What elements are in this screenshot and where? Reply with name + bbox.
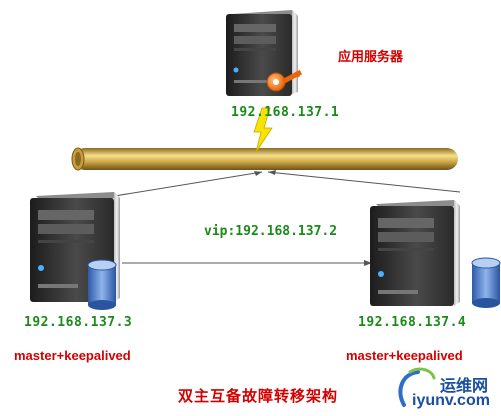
watermark-url: iyunv.com <box>412 392 490 409</box>
right-server-role: master+keepalived <box>346 348 463 363</box>
left-server-ip: 192.168.137.3 <box>24 315 133 330</box>
lightning-bolt-icon <box>253 107 273 153</box>
left-database-icon <box>87 259 117 310</box>
right-server-ip: 192.168.137.4 <box>358 315 467 330</box>
key-icon <box>266 69 303 92</box>
network-bus <box>71 147 458 171</box>
link-right-to-bus <box>267 171 461 193</box>
link-left-to-bus <box>89 171 263 201</box>
watermark-logo-icon <box>398 367 436 407</box>
app-server-label: 应用服务器 <box>338 49 404 64</box>
app-server-icon <box>226 10 298 96</box>
right-server-icon <box>370 200 460 306</box>
watermark-cn: 运维网 <box>440 376 489 395</box>
diagram-caption: 双主互备故障转移架构 <box>178 387 339 405</box>
app-server-ip: 192.168.137.1 <box>231 105 340 120</box>
vip-label: vip:192.168.137.2 <box>204 224 338 239</box>
connection-lines <box>89 170 461 266</box>
left-server-role: master+keepalived <box>14 348 131 363</box>
right-database-icon <box>471 257 501 308</box>
